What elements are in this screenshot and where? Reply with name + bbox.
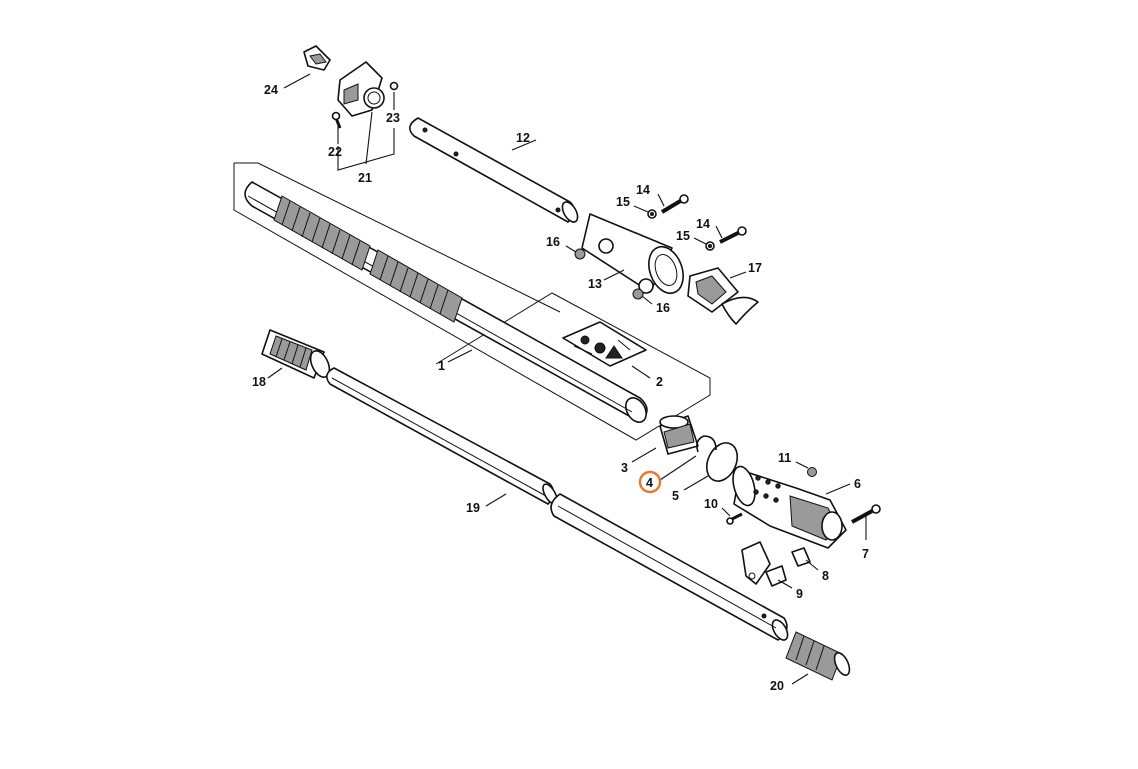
clip-part[interactable] (791, 547, 811, 567)
screw-part-a[interactable] (660, 194, 689, 214)
label-20[interactable]: 20 (770, 679, 784, 693)
clamp-nut-part[interactable] (389, 81, 399, 91)
coupling-sleeve-part[interactable] (261, 329, 333, 380)
housing-screw-part[interactable] (851, 504, 881, 524)
housing-nut-part[interactable] (807, 467, 817, 477)
nut-part-a[interactable] (574, 248, 586, 260)
washer-part-b[interactable] (705, 241, 715, 251)
drive-tube-part[interactable] (244, 181, 650, 426)
label-17[interactable]: 17 (748, 261, 762, 275)
clamp-screw-part[interactable] (331, 111, 342, 129)
part-labels: 1 2 3 4 5 6 7 8 9 10 11 12 13 14 14 15 1… (252, 83, 869, 693)
nut-part-b[interactable] (632, 288, 644, 300)
label-12[interactable]: 12 (516, 131, 530, 145)
gear-housing-part[interactable] (729, 464, 847, 549)
label-16b[interactable]: 16 (656, 301, 670, 315)
circlip-part[interactable] (696, 435, 717, 453)
shaft-tube-part[interactable] (409, 117, 581, 225)
leader-lines (267, 73, 867, 685)
label-14a[interactable]: 14 (636, 183, 650, 197)
label-22[interactable]: 22 (328, 145, 342, 159)
label-15a[interactable]: 15 (616, 195, 630, 209)
label-3[interactable]: 3 (621, 461, 628, 475)
highlight-marker[interactable] (638, 470, 662, 494)
label-1[interactable]: 1 (438, 359, 445, 373)
label-7[interactable]: 7 (862, 547, 869, 561)
label-16a[interactable]: 16 (546, 235, 560, 249)
label-18[interactable]: 18 (252, 375, 266, 389)
label-10[interactable]: 10 (704, 497, 718, 511)
label-23[interactable]: 23 (386, 111, 400, 125)
label-24[interactable]: 24 (264, 83, 278, 97)
small-screw-part[interactable] (726, 512, 743, 525)
lower-tube-part[interactable] (326, 367, 791, 643)
label-2[interactable]: 2 (656, 375, 663, 389)
screw-part-b[interactable] (719, 226, 747, 244)
label-14b[interactable]: 14 (696, 217, 710, 231)
end-coupling-part[interactable] (785, 631, 853, 681)
label-11[interactable]: 11 (778, 451, 791, 465)
label-21[interactable]: 21 (358, 171, 372, 185)
clamp-sleeve-part[interactable] (581, 213, 689, 298)
washer-part-a[interactable] (647, 209, 657, 219)
label-9[interactable]: 9 (796, 587, 803, 601)
warning-label-part[interactable] (562, 321, 647, 367)
label-5[interactable]: 5 (672, 489, 679, 503)
label-6[interactable]: 6 (854, 477, 861, 491)
o-ring-part[interactable] (701, 438, 743, 486)
clamp-insert-part[interactable] (687, 267, 759, 325)
handle-clip-part[interactable] (303, 45, 331, 71)
label-8[interactable]: 8 (822, 569, 829, 583)
label-13[interactable]: 13 (588, 277, 602, 291)
bushing-part[interactable] (659, 415, 699, 455)
assembly-frame (233, 162, 711, 441)
guard-bracket-part[interactable] (741, 541, 787, 587)
label-4[interactable]: 4 (646, 476, 653, 490)
handle-clamp-part[interactable] (337, 61, 385, 117)
label-19[interactable]: 19 (466, 501, 480, 515)
label-15b[interactable]: 15 (676, 229, 690, 243)
